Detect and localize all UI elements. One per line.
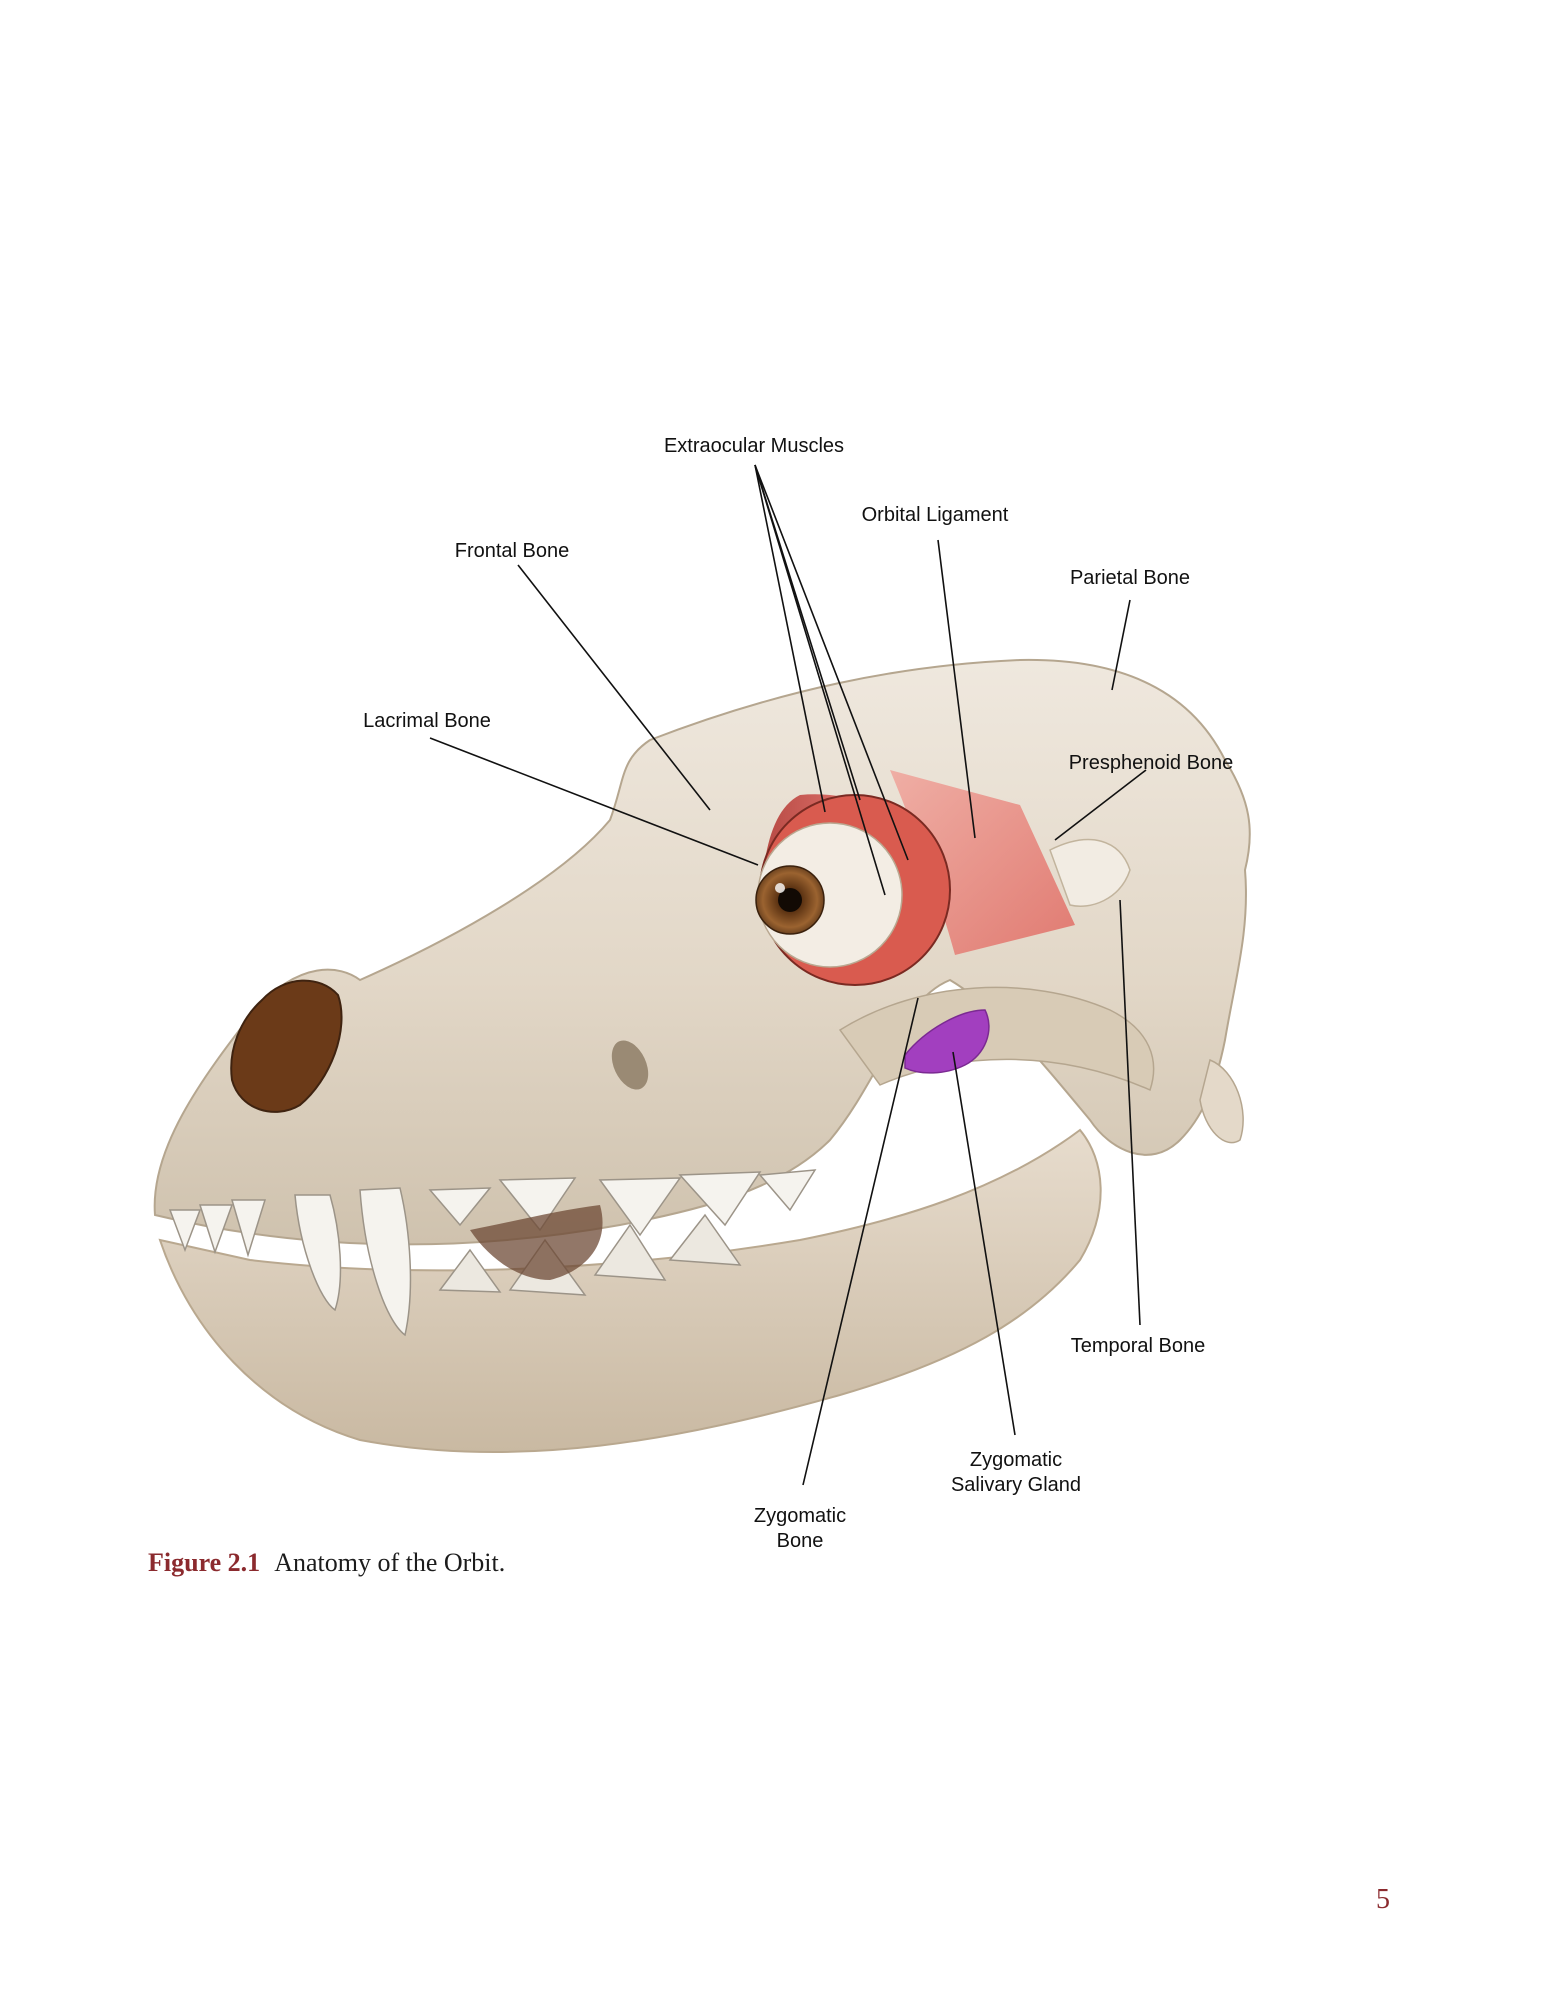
presphenoid-region	[1049, 838, 1131, 907]
label-frontal-bone: Frontal Bone	[455, 540, 570, 562]
pupil	[778, 888, 802, 912]
infraorbital-foramen	[611, 1040, 649, 1090]
label-orbital-ligament: Orbital Ligament	[862, 504, 1009, 526]
figure-number: Figure 2.1	[148, 1548, 261, 1577]
figure-caption-text: Anatomy of the Orbit.	[274, 1548, 506, 1577]
label-extraocular-muscles: Extraocular Muscles	[664, 435, 844, 457]
anatomy-labels: Extraocular Muscles Orbital Ligament Fro…	[363, 435, 1233, 1552]
page-number: 5	[1376, 1884, 1390, 1915]
label-lacrimal-bone: Lacrimal Bone	[363, 710, 491, 732]
label-temporal-bone: Temporal Bone	[1071, 1335, 1206, 1357]
occipital-process	[1199, 1058, 1244, 1144]
label-presphenoid-bone: Presphenoid Bone	[1069, 752, 1234, 774]
label-zygomatic-bone-line1: Zygomatic	[754, 1505, 846, 1527]
mouth-gap	[470, 1205, 603, 1280]
zygomatic-salivary-gland	[904, 1009, 990, 1074]
label-zygomatic-salivary-gland-line2: Salivary Gland	[951, 1474, 1081, 1496]
eye-highlight	[775, 883, 785, 893]
nasal-aperture	[230, 979, 343, 1113]
orbital-ligament-band	[890, 770, 1075, 955]
upper-teeth	[168, 1169, 817, 1337]
leader-lines	[429, 464, 1147, 1486]
label-parietal-bone: Parietal Bone	[1070, 567, 1190, 589]
label-zygomatic-bone-line2: Bone	[777, 1530, 824, 1552]
figure-caption: Figure 2.1 Anatomy of the Orbit.	[148, 1548, 505, 1578]
orbit-structures	[755, 770, 1131, 1074]
skull-illustration	[153, 658, 1251, 1454]
label-zygomatic-salivary-gland-line1: Zygomatic	[970, 1449, 1062, 1471]
